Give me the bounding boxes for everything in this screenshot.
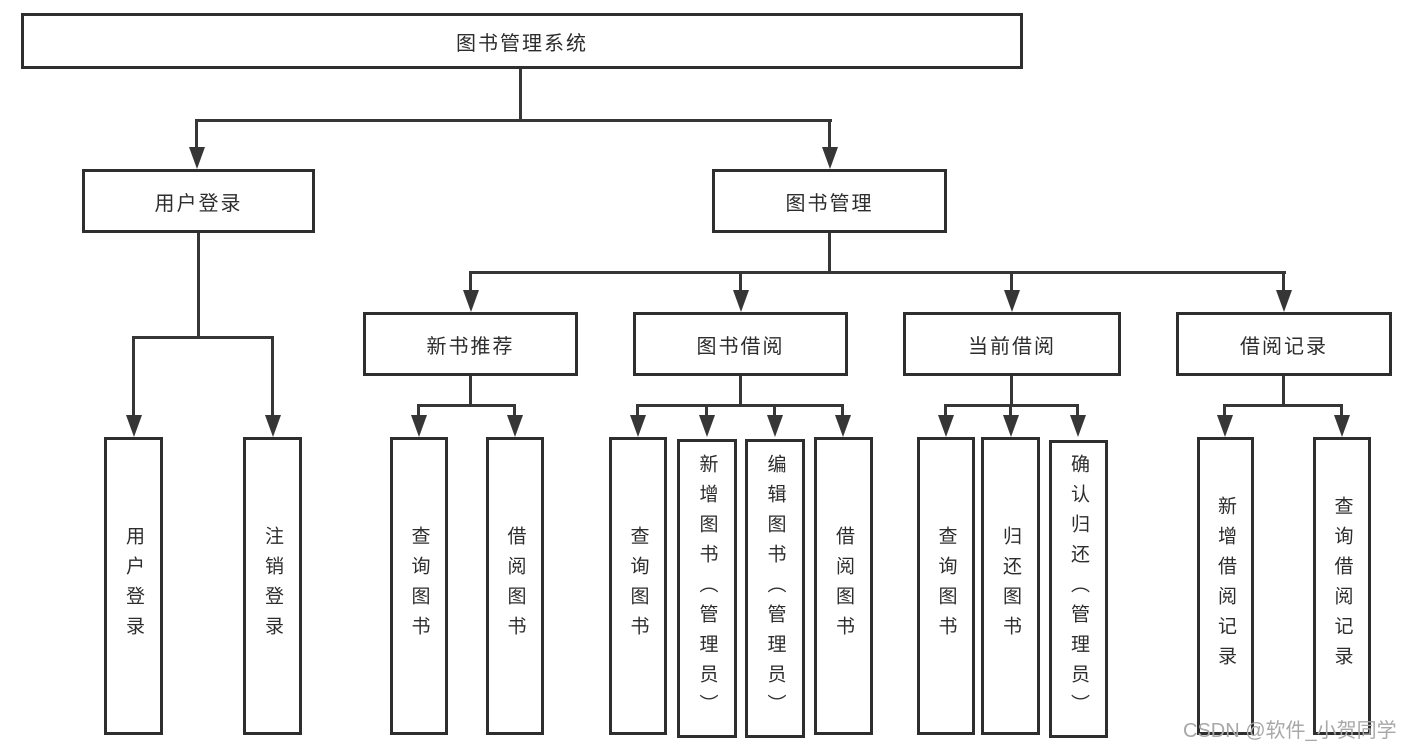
arrow-down-icon <box>410 404 427 437</box>
arrow-down-icon <box>1002 404 1019 437</box>
arrow-down-icon <box>937 404 954 437</box>
leaf-newbook-borrow-books: 借阅图书 <box>486 437 544 735</box>
leaf-user-login: 用户登录 <box>104 437 163 735</box>
leaf-borrow-query-books-label: 查询图书 <box>627 526 649 646</box>
connector-line <box>418 404 515 407</box>
leaf-current-query-books: 查询图书 <box>917 437 975 735</box>
leaf-newbook-borrow-books-label: 借阅图书 <box>504 526 526 646</box>
arrow-down-icon <box>732 271 749 312</box>
connector-line <box>1223 404 1343 407</box>
leaf-records-query-borrow-record-label: 查询借阅记录 <box>1331 496 1353 676</box>
node-borrowing-records-label: 借阅记录 <box>1240 335 1328 358</box>
node-user-login: 用户登录 <box>82 169 315 233</box>
connector-line <box>469 271 1286 274</box>
leaf-logout-login: 注销登录 <box>243 437 302 735</box>
node-book-management-label: 图书管理 <box>785 192 874 215</box>
leaf-borrow-edit-books-admin: 编辑图书（管理员） <box>745 439 805 738</box>
leaf-newbook-query-books-label: 查询图书 <box>408 526 430 646</box>
leaf-newbook-query-books: 查询图书 <box>390 437 448 735</box>
leaf-current-confirm-return-admin: 确认归还（管理员） <box>1049 440 1108 738</box>
connector-line <box>636 404 844 407</box>
leaf-borrow-query-books: 查询图书 <box>609 437 667 735</box>
node-book-management: 图书管理 <box>712 169 947 233</box>
connector-line <box>739 376 742 404</box>
leaf-records-add-borrow-record: 新增借阅记录 <box>1197 437 1254 735</box>
connector-line <box>828 233 831 271</box>
leaf-borrow-borrow-books: 借阅图书 <box>814 437 873 735</box>
arrow-down-icon <box>506 404 523 437</box>
node-new-book-recommendation: 新书推荐 <box>363 312 578 376</box>
leaf-current-return-books: 归还图书 <box>981 437 1040 735</box>
arrow-down-icon <box>1069 404 1086 437</box>
leaf-logout-login-label: 注销登录 <box>262 526 283 646</box>
node-system-root-label: 图书管理系统 <box>456 32 588 55</box>
arrow-down-icon <box>766 404 783 437</box>
connector-line <box>197 233 200 336</box>
arrow-down-icon <box>698 404 715 437</box>
leaf-records-add-borrow-record-label: 新增借阅记录 <box>1215 496 1236 676</box>
node-current-borrowing-label: 当前借阅 <box>968 335 1056 358</box>
connector-line <box>1010 376 1013 404</box>
node-system-root: 图书管理系统 <box>21 13 1023 69</box>
arrow-down-icon <box>629 404 646 437</box>
leaf-current-return-books-label: 归还图书 <box>1000 526 1021 646</box>
arrow-down-icon <box>462 271 479 312</box>
leaf-borrow-add-books-admin-label: 新增图书（管理员） <box>696 453 718 724</box>
node-book-borrowing-label: 图书借阅 <box>696 335 785 358</box>
leaf-user-login-label: 用户登录 <box>123 526 144 646</box>
arrow-down-icon <box>821 119 838 169</box>
node-user-login-label: 用户登录 <box>154 192 243 215</box>
arrow-down-icon <box>125 336 142 437</box>
connector-line <box>1282 376 1285 404</box>
leaf-borrow-add-books-admin: 新增图书（管理员） <box>677 439 737 738</box>
arrow-down-icon <box>834 404 851 437</box>
leaf-current-query-books-label: 查询图书 <box>935 526 957 646</box>
connector-line <box>469 376 472 404</box>
connector-line <box>195 119 832 122</box>
arrow-down-icon <box>1333 404 1350 437</box>
node-book-borrowing: 图书借阅 <box>633 312 848 376</box>
arrow-down-icon <box>1216 404 1233 437</box>
leaf-records-query-borrow-record: 查询借阅记录 <box>1313 437 1371 735</box>
arrow-down-icon <box>188 119 205 169</box>
watermark: CSDN @软件_小贺同学 <box>1183 720 1397 742</box>
node-current-borrowing: 当前借阅 <box>903 312 1121 376</box>
node-borrowing-records: 借阅记录 <box>1176 312 1392 376</box>
arrow-down-icon <box>1003 271 1020 312</box>
arrow-down-icon <box>264 336 281 437</box>
node-new-book-recommendation-label: 新书推荐 <box>426 335 515 358</box>
arrow-down-icon <box>1275 271 1292 312</box>
connector-line <box>132 336 273 339</box>
leaf-borrow-edit-books-admin-label: 编辑图书（管理员） <box>764 453 786 724</box>
connector-line <box>519 69 522 119</box>
leaf-borrow-borrow-books-label: 借阅图书 <box>833 526 854 646</box>
leaf-current-confirm-return-admin-label: 确认归还（管理员） <box>1068 454 1089 724</box>
